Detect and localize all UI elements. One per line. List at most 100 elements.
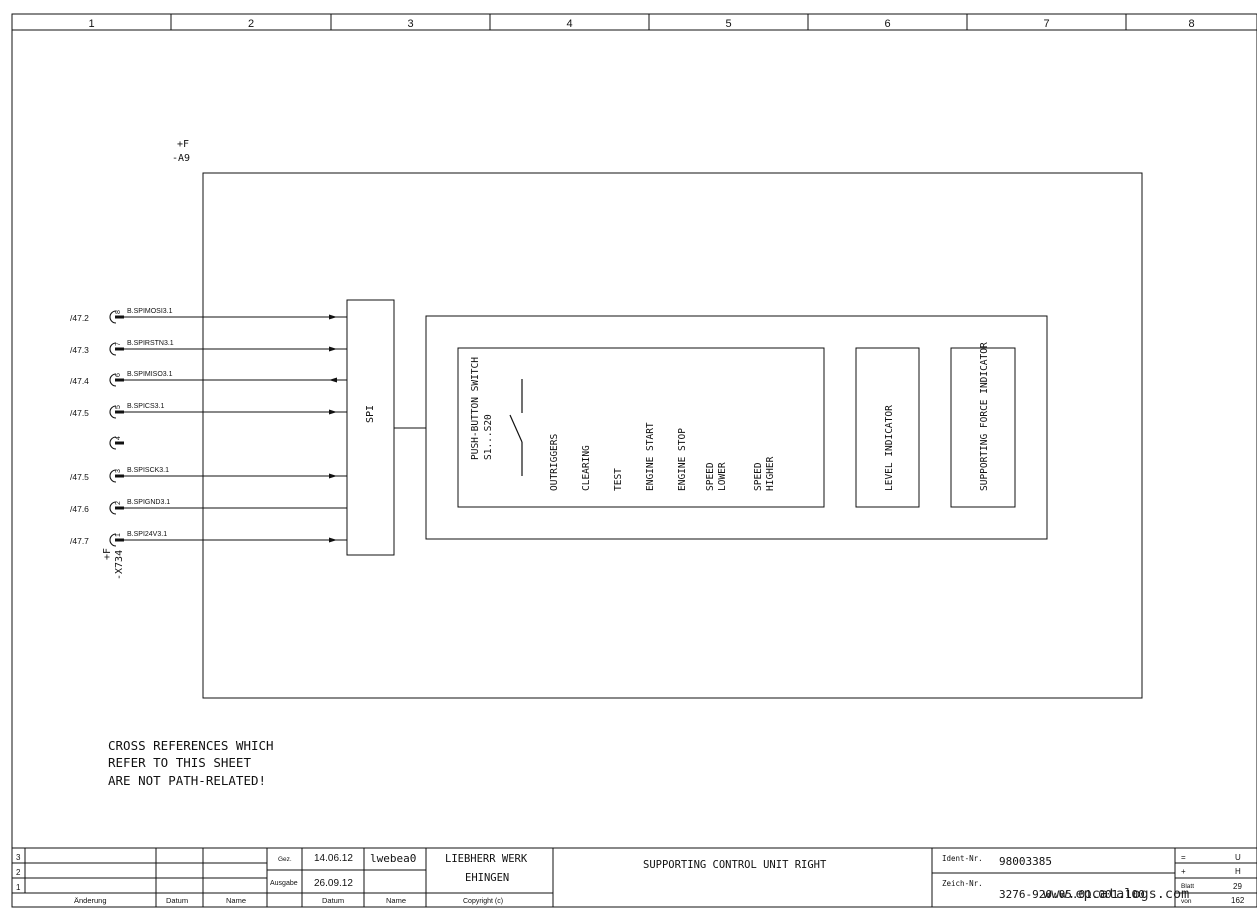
signal-name: B.SPI24V3.1 (127, 531, 167, 538)
pin-number: 3 (115, 469, 122, 473)
ident-label: Ident-Nr. (942, 854, 983, 863)
column-number: 2 (248, 18, 254, 30)
pin-number: 7 (115, 342, 122, 346)
right-val-4: 162 (1231, 896, 1245, 905)
column-number: 7 (1043, 18, 1049, 30)
watermark: www.epcatalogs.com (1043, 886, 1189, 902)
copyright: Copyright (c) (463, 898, 503, 905)
note-line-2: REFER TO THIS SHEET (108, 755, 251, 770)
level-indicator-label: LEVEL INDICATOR (884, 405, 895, 491)
pushbutton-title: PUSH-BUTTON SWITCH (470, 357, 481, 460)
rev-header-change: Änderung (74, 896, 107, 905)
rev-header-name: Name (226, 896, 246, 905)
pin-number: 4 (115, 436, 122, 440)
signal-name: B.SPIRSTN3.1 (127, 340, 174, 347)
function-label: ENGINE STOP (677, 428, 688, 491)
ident-value: 98003385 (999, 855, 1052, 868)
function-label: LOWER (717, 462, 728, 491)
pin-number: 8 (115, 310, 122, 314)
function-label: ENGINE START (645, 422, 656, 491)
wire-arrow (329, 473, 337, 479)
cross-reference: /47.5 (70, 408, 89, 418)
force-indicator-box (950, 347, 1016, 508)
wire-arrow (329, 346, 337, 352)
cross-reference: /47.4 (70, 376, 89, 386)
rev-row-2: 2 (16, 868, 21, 877)
company-line-2: EHINGEN (465, 872, 509, 884)
force-indicator-label: SUPPORTING FORCE INDICATOR (979, 342, 990, 491)
pushbutton-range: S1...S20 (483, 414, 494, 460)
right-val-3: 29 (1233, 882, 1242, 891)
connector-tag: -X734 (114, 550, 125, 580)
pin-terminal (109, 373, 117, 387)
signal-name: B.SPISCK3.1 (127, 467, 169, 474)
pin-terminal (109, 533, 117, 547)
column-number: 1 (88, 18, 94, 30)
level-indicator-box (855, 347, 920, 508)
column-number: 5 (725, 18, 731, 30)
pin-number: 6 (115, 373, 122, 377)
pin-number: 1 (115, 533, 122, 537)
cross-reference: /47.3 (70, 345, 89, 355)
pin-number: 5 (115, 405, 122, 409)
function-label: SPEED (705, 462, 716, 491)
rev-row-3: 3 (16, 853, 21, 862)
right-val-1: U (1235, 853, 1241, 862)
column-number: 4 (566, 18, 572, 30)
sheet-border (11, 13, 1257, 908)
title-block: 3 2 1 Änderung Datum Name Gez. 14.06.12 … (12, 847, 1257, 907)
function-label: HIGHER (765, 456, 776, 491)
wire-arrow (329, 377, 337, 383)
device-location: +F (177, 139, 189, 150)
note-line-3: ARE NOT PATH-RELATED! (108, 773, 266, 788)
function-label: SPEED (753, 462, 764, 491)
pin-terminal (109, 310, 117, 324)
drawing-title: SUPPORTING CONTROL UNIT RIGHT (643, 859, 827, 871)
cross-reference: /47.6 (70, 504, 89, 514)
cross-reference: /47.5 (70, 472, 89, 482)
right-key-1: = (1181, 853, 1186, 862)
note-line-1: CROSS REFERENCES WHICH (108, 738, 274, 753)
device-tag: -A9 (172, 153, 190, 164)
zeich-value: 3276-920.05.01.001.100 (999, 888, 1145, 901)
pin-number: 2 (115, 501, 122, 505)
cross-reference: /47.7 (70, 536, 89, 546)
switch-symbol (509, 379, 523, 476)
ausgabe-label: Ausgabe (270, 880, 298, 887)
rev-header-date: Datum (166, 896, 188, 905)
signal-name: B.SPIMISO3.1 (127, 371, 173, 378)
signal-name: B.SPIMOSI3.1 (127, 308, 173, 315)
name-header: Name (386, 896, 406, 905)
spi-label: SPI (365, 405, 376, 423)
date-header: Datum (322, 896, 344, 905)
wire-arrow (329, 537, 337, 543)
wire-arrow (329, 314, 337, 320)
function-label: CLEARING (581, 445, 592, 491)
pin-terminal (109, 342, 117, 356)
right-key-4: von (1181, 898, 1192, 905)
connector-location: +F (102, 548, 113, 560)
pin-terminal (109, 436, 117, 450)
function-label: TEST (613, 468, 624, 491)
pin-terminal (109, 469, 117, 483)
pin-terminal (109, 405, 117, 419)
column-number: 8 (1188, 18, 1194, 30)
right-val-2: H (1235, 867, 1241, 876)
signal-name: B.SPICS3.1 (127, 403, 164, 410)
function-label: OUTRIGGERS (549, 434, 560, 491)
right-key-3: Blatt (1181, 883, 1194, 890)
gez-label: Gez. (278, 856, 292, 863)
signal-wires: 8/47.2 B.SPIMOSI3.1 7/47.3 B.SPIRSTN3.1 6/47… (70, 308, 347, 547)
zeich-label: Zeich-Nr. (942, 879, 983, 888)
signal-name: B.SPIGND3.1 (127, 499, 170, 506)
pushbutton-box (457, 347, 825, 508)
cross-reference: /47.2 (70, 313, 89, 323)
function-labels: OUTRIGGERS CLEARING TEST ENGINE START ENGINE… (549, 422, 776, 491)
gez-date: 14.06.12 (314, 853, 353, 864)
gez-name: lwebea0 (370, 852, 416, 865)
company-line-1: LIEBHERR WERK (445, 853, 528, 865)
operator-panel-box (425, 315, 1048, 540)
ausgabe-date: 26.09.12 (314, 878, 353, 889)
